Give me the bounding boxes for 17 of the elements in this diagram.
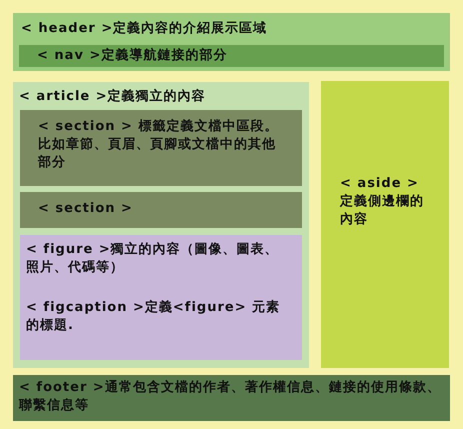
caption-label: < figcaption >定義<figure> 元素的標題. [26,299,282,335]
region-label: < aside >定義側邊欄的內容 [340,175,425,229]
region-label: < figure >獨立的內容（圖像、圖表、照片、代碼等） [26,241,280,277]
nav-bar [19,45,444,67]
section-block [20,110,302,186]
aside-panel [321,81,449,368]
region-label: < footer >通常包含文檔的作者、著作權信息、鏈接的使用條款、聯繫信息等 [19,379,442,415]
region-label: < nav >定義導航鏈接的部分 [37,47,228,65]
article-region [13,82,309,368]
header-region [13,13,450,71]
footer-bar [13,375,450,421]
region-label: < header >定義內容的介紹展示區域 [21,20,268,38]
region-label: < article >定義獨立的內容 [19,88,207,106]
section-block [20,192,302,228]
region-label: < section > [38,200,134,218]
region-label: < section > 標籤定義文檔中區段。比如章節、頁眉、頁腳或文檔中的其他部分 [38,118,280,172]
figure-block [20,235,302,360]
